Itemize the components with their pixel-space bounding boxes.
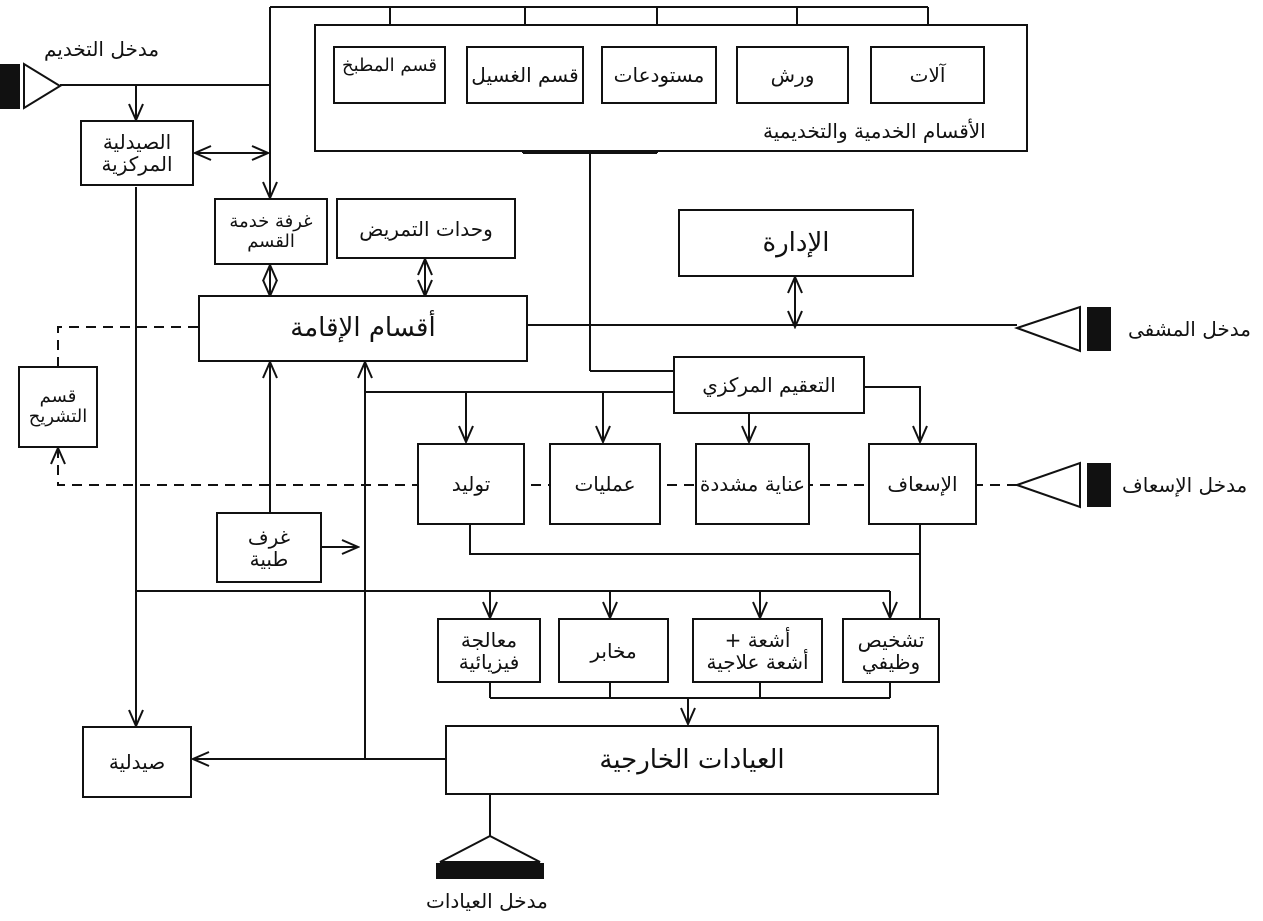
administration-box: الإدارة: [678, 209, 914, 277]
operations-box: عمليات: [549, 443, 661, 525]
pharmacy-box: صيدلية: [82, 726, 192, 798]
central-pharmacy-box: الصيدلية المركزية: [80, 120, 194, 186]
emergency-box: الإسعاف: [868, 443, 977, 525]
machines-box: آلات: [870, 46, 985, 104]
functional-diagnosis-box: تشخيص وظيفي: [842, 618, 940, 683]
clinics-entrance-marker: [436, 834, 544, 879]
kitchen-box: قسم المطبخ: [333, 46, 446, 104]
stores-box: مستودعات: [601, 46, 717, 104]
inpatient-departments-box: أقسام الإقامة: [198, 295, 528, 362]
service-entrance-marker: [0, 62, 62, 110]
laundry-box: قسم الغسيل: [466, 46, 584, 104]
hospital-entrance-marker: [1013, 305, 1111, 353]
emergency-entrance-label: مدخل الإسعاف: [1122, 473, 1248, 497]
nursing-units-box: وحدات التمريض: [336, 198, 516, 259]
service-entrance-label: مدخل التخديم: [44, 37, 160, 61]
physiotherapy-box: معالجة فيزيائية: [437, 618, 541, 683]
intensive-care-box: عناية مشددة: [695, 443, 810, 525]
clinics-entrance-label: مدخل العيادات: [426, 889, 548, 913]
emergency-entrance-marker: [1013, 461, 1111, 509]
workshops-box: ورش: [736, 46, 849, 104]
obstetrics-box: توليد: [417, 443, 525, 525]
labs-box: مخابر: [558, 618, 669, 683]
ward-service-room-box: غرفة خدمة القسم: [214, 198, 328, 265]
anatomy-box: قسم التشريح: [18, 366, 98, 448]
service-departments-label: الأقسام الخدمية والتخديمية: [763, 119, 986, 143]
medical-rooms-box: غرف طبية: [216, 512, 322, 583]
outpatient-clinics-box: العيادات الخارجية: [445, 725, 939, 795]
hospital-entrance-label: مدخل المشفى: [1128, 317, 1251, 341]
central-sterilization-box: التعقيم المركزي: [673, 356, 865, 414]
radiology-box: أشعة + أشعة علاجية: [692, 618, 823, 683]
